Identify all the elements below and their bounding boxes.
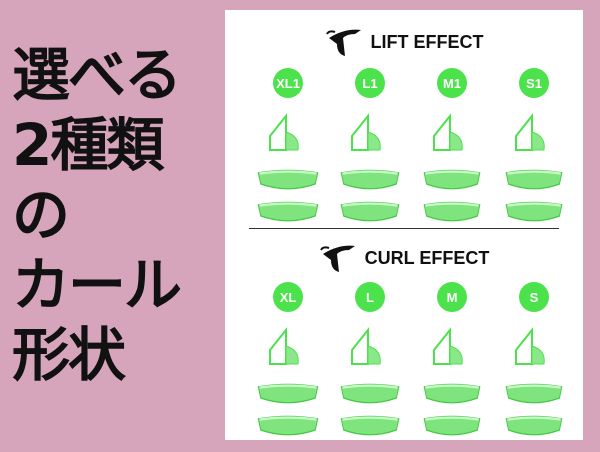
curl-profile-icon: [515, 327, 545, 365]
size-badge: S1: [519, 68, 549, 98]
size-badge: L: [355, 282, 385, 312]
pad-bottom: [340, 414, 400, 442]
size-badge: S: [519, 282, 549, 312]
silicone-pad-icon: [505, 383, 563, 404]
heading-line-1: 選べる: [12, 41, 182, 109]
pad-top: [505, 168, 563, 196]
pad-top: [257, 168, 319, 196]
profile-shape: [514, 110, 554, 158]
silicone-pad-icon: [505, 415, 563, 436]
heading-line-5: 形状: [12, 321, 126, 389]
pad-bottom: [257, 200, 319, 228]
curl-profile-icon: [269, 113, 299, 151]
silicone-pad-icon: [340, 383, 400, 404]
profile-shape: [350, 110, 390, 158]
silicone-pad-icon: [340, 415, 400, 436]
pad-bottom: [505, 200, 563, 228]
pad-top: [340, 382, 400, 410]
pad-bottom: [505, 414, 563, 442]
size-badge: M1: [437, 68, 467, 98]
size-column: L1: [330, 68, 410, 238]
profile-shape: [432, 324, 472, 372]
silicone-pad-icon: [257, 383, 319, 404]
size-column: S: [494, 282, 574, 452]
pad-top: [423, 168, 481, 196]
size-column: XL: [248, 282, 328, 452]
size-column: S1: [494, 68, 574, 238]
profile-shape: [350, 324, 390, 372]
silicone-pad-icon: [423, 169, 481, 190]
silicone-pad-icon: [505, 169, 563, 190]
silicone-pad-icon: [257, 415, 319, 436]
silicone-pad-icon: [257, 201, 319, 222]
pad-bottom: [340, 200, 400, 228]
eyelash-logo-icon: [325, 29, 361, 56]
silicone-pad-icon: [257, 169, 319, 190]
size-badge: M: [437, 282, 467, 312]
silicone-pad-icon: [340, 169, 400, 190]
pad-bottom: [257, 414, 319, 442]
curl-profile-icon: [433, 113, 463, 151]
size-column: M1: [412, 68, 492, 238]
pad-top: [340, 168, 400, 196]
pad-top: [257, 382, 319, 410]
silicone-pad-icon: [423, 415, 481, 436]
silicone-pad-icon: [423, 383, 481, 404]
size-column: XL1: [248, 68, 328, 238]
eyelash-logo-icon: [319, 245, 355, 272]
pad-bottom: [423, 200, 481, 228]
size-column: L: [330, 282, 410, 452]
size-badge: L1: [355, 68, 385, 98]
lift-title-text: LIFT EFFECT: [370, 31, 484, 52]
size-badge: XL: [273, 282, 303, 312]
profile-shape: [514, 324, 554, 372]
size-column: M: [412, 282, 492, 452]
profile-shape: [432, 110, 472, 158]
pad-top: [505, 382, 563, 410]
product-panel: LIFT EFFECT XL1 L1 M1 S1 CURL EFFECT XL L M S: [225, 10, 583, 440]
silicone-pad-icon: [505, 201, 563, 222]
curl-section-title: CURL EFFECT: [225, 238, 583, 278]
curl-title-text: CURL EFFECT: [364, 247, 490, 268]
heading-line-2: 2種類: [12, 111, 164, 179]
main-heading: 選べる 2種類 の カール 形状: [0, 40, 220, 390]
profile-shape: [268, 110, 308, 158]
curl-profile-icon: [269, 327, 299, 365]
curl-profile-icon: [351, 327, 381, 365]
pad-bottom: [423, 414, 481, 442]
pad-top: [423, 382, 481, 410]
section-divider: [249, 228, 559, 229]
silicone-pad-icon: [423, 201, 481, 222]
heading-line-4: カール: [12, 251, 182, 319]
curl-profile-icon: [515, 113, 545, 151]
curl-profile-icon: [433, 327, 463, 365]
curl-profile-icon: [351, 113, 381, 151]
heading-line-3: の: [12, 181, 70, 249]
lift-section-title: LIFT EFFECT: [225, 22, 583, 62]
size-badge: XL1: [273, 68, 303, 98]
silicone-pad-icon: [340, 201, 400, 222]
profile-shape: [268, 324, 308, 372]
